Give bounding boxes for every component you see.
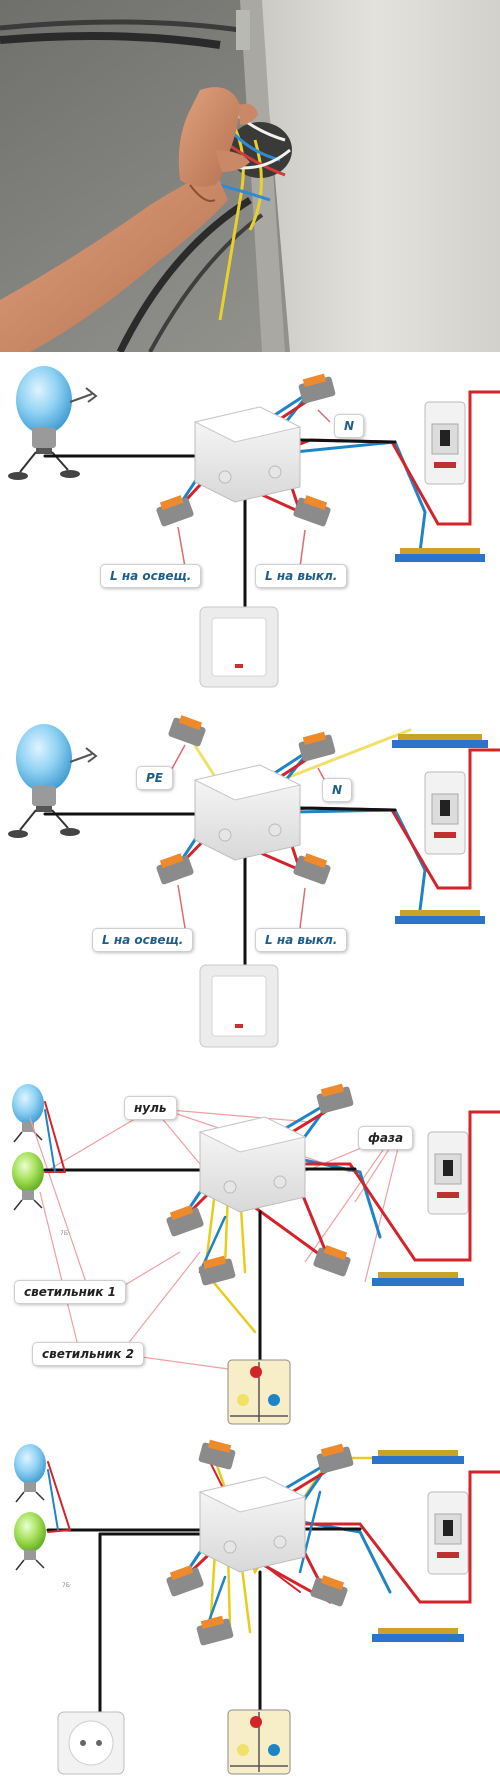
junction-box-icon xyxy=(198,1116,307,1213)
circuit-breaker-icon xyxy=(424,771,466,855)
label-lighting-phase: L на освещ. xyxy=(100,564,202,588)
label-lighting-phase: L на освещ. xyxy=(92,928,194,952)
label-switch-phase: L на выкл. xyxy=(255,564,348,588)
label-neutral-null: нуль xyxy=(124,1096,177,1120)
lamp-icon xyxy=(8,724,98,838)
label-neutral: N xyxy=(334,414,365,438)
lamp-icon xyxy=(8,366,98,480)
light-switch-icon xyxy=(199,964,279,1048)
terminal-connector-icon xyxy=(166,1083,354,1286)
neutral-bus-icon xyxy=(392,734,488,748)
label-lamp-1: светильник 1 xyxy=(14,1280,126,1304)
label-lamp-2: светильник 2 xyxy=(32,1342,144,1366)
junction-box-icon xyxy=(193,406,302,503)
neutral-bus-icon xyxy=(395,910,485,924)
lamp-1-icon xyxy=(12,1084,44,1143)
socket-outlet-icon xyxy=(57,1711,125,1775)
neutral-bus-icon xyxy=(372,1450,464,1464)
circuit-breaker-icon xyxy=(427,1491,469,1575)
small-text: 7Б· xyxy=(62,1582,72,1589)
wiring-diagram-1: N L на освещ. L на выкл. xyxy=(0,352,500,710)
label-switch-phase: L на выкл. xyxy=(255,928,348,952)
wiring-photo xyxy=(0,0,500,352)
junction-box-icon xyxy=(198,1476,307,1573)
lamp-2-icon xyxy=(12,1152,44,1211)
neutral-bus-icon xyxy=(372,1628,464,1642)
small-text: 7Б· xyxy=(60,1230,70,1237)
wiring-diagram-2: PE N L на освещ. L на выкл. xyxy=(0,710,500,1072)
light-switch-icon xyxy=(199,606,279,688)
terminal-connector-icon xyxy=(156,373,336,527)
label-phase: фаза xyxy=(358,1126,414,1150)
junction-box-icon xyxy=(193,764,302,861)
terminal-connector-icon xyxy=(166,1439,354,1646)
neutral-bus-icon xyxy=(372,1272,464,1286)
wiring-diagram-4: 7Б· xyxy=(0,1432,500,1780)
circuit-breaker-icon xyxy=(427,1131,469,1215)
double-switch-icon xyxy=(227,1709,291,1775)
lamp-1-icon xyxy=(14,1444,46,1503)
double-switch-icon xyxy=(227,1359,291,1425)
wiring-diagram-3: 7Б· нуль фаза светильник 1 светильник 2 xyxy=(0,1072,500,1432)
lamp-2-icon xyxy=(14,1512,46,1571)
label-ground: PE xyxy=(136,766,173,790)
circuit-breaker-icon xyxy=(424,401,466,485)
neutral-bus-icon xyxy=(395,548,485,562)
terminal-connector-icon xyxy=(156,715,336,885)
label-neutral: N xyxy=(322,778,353,802)
